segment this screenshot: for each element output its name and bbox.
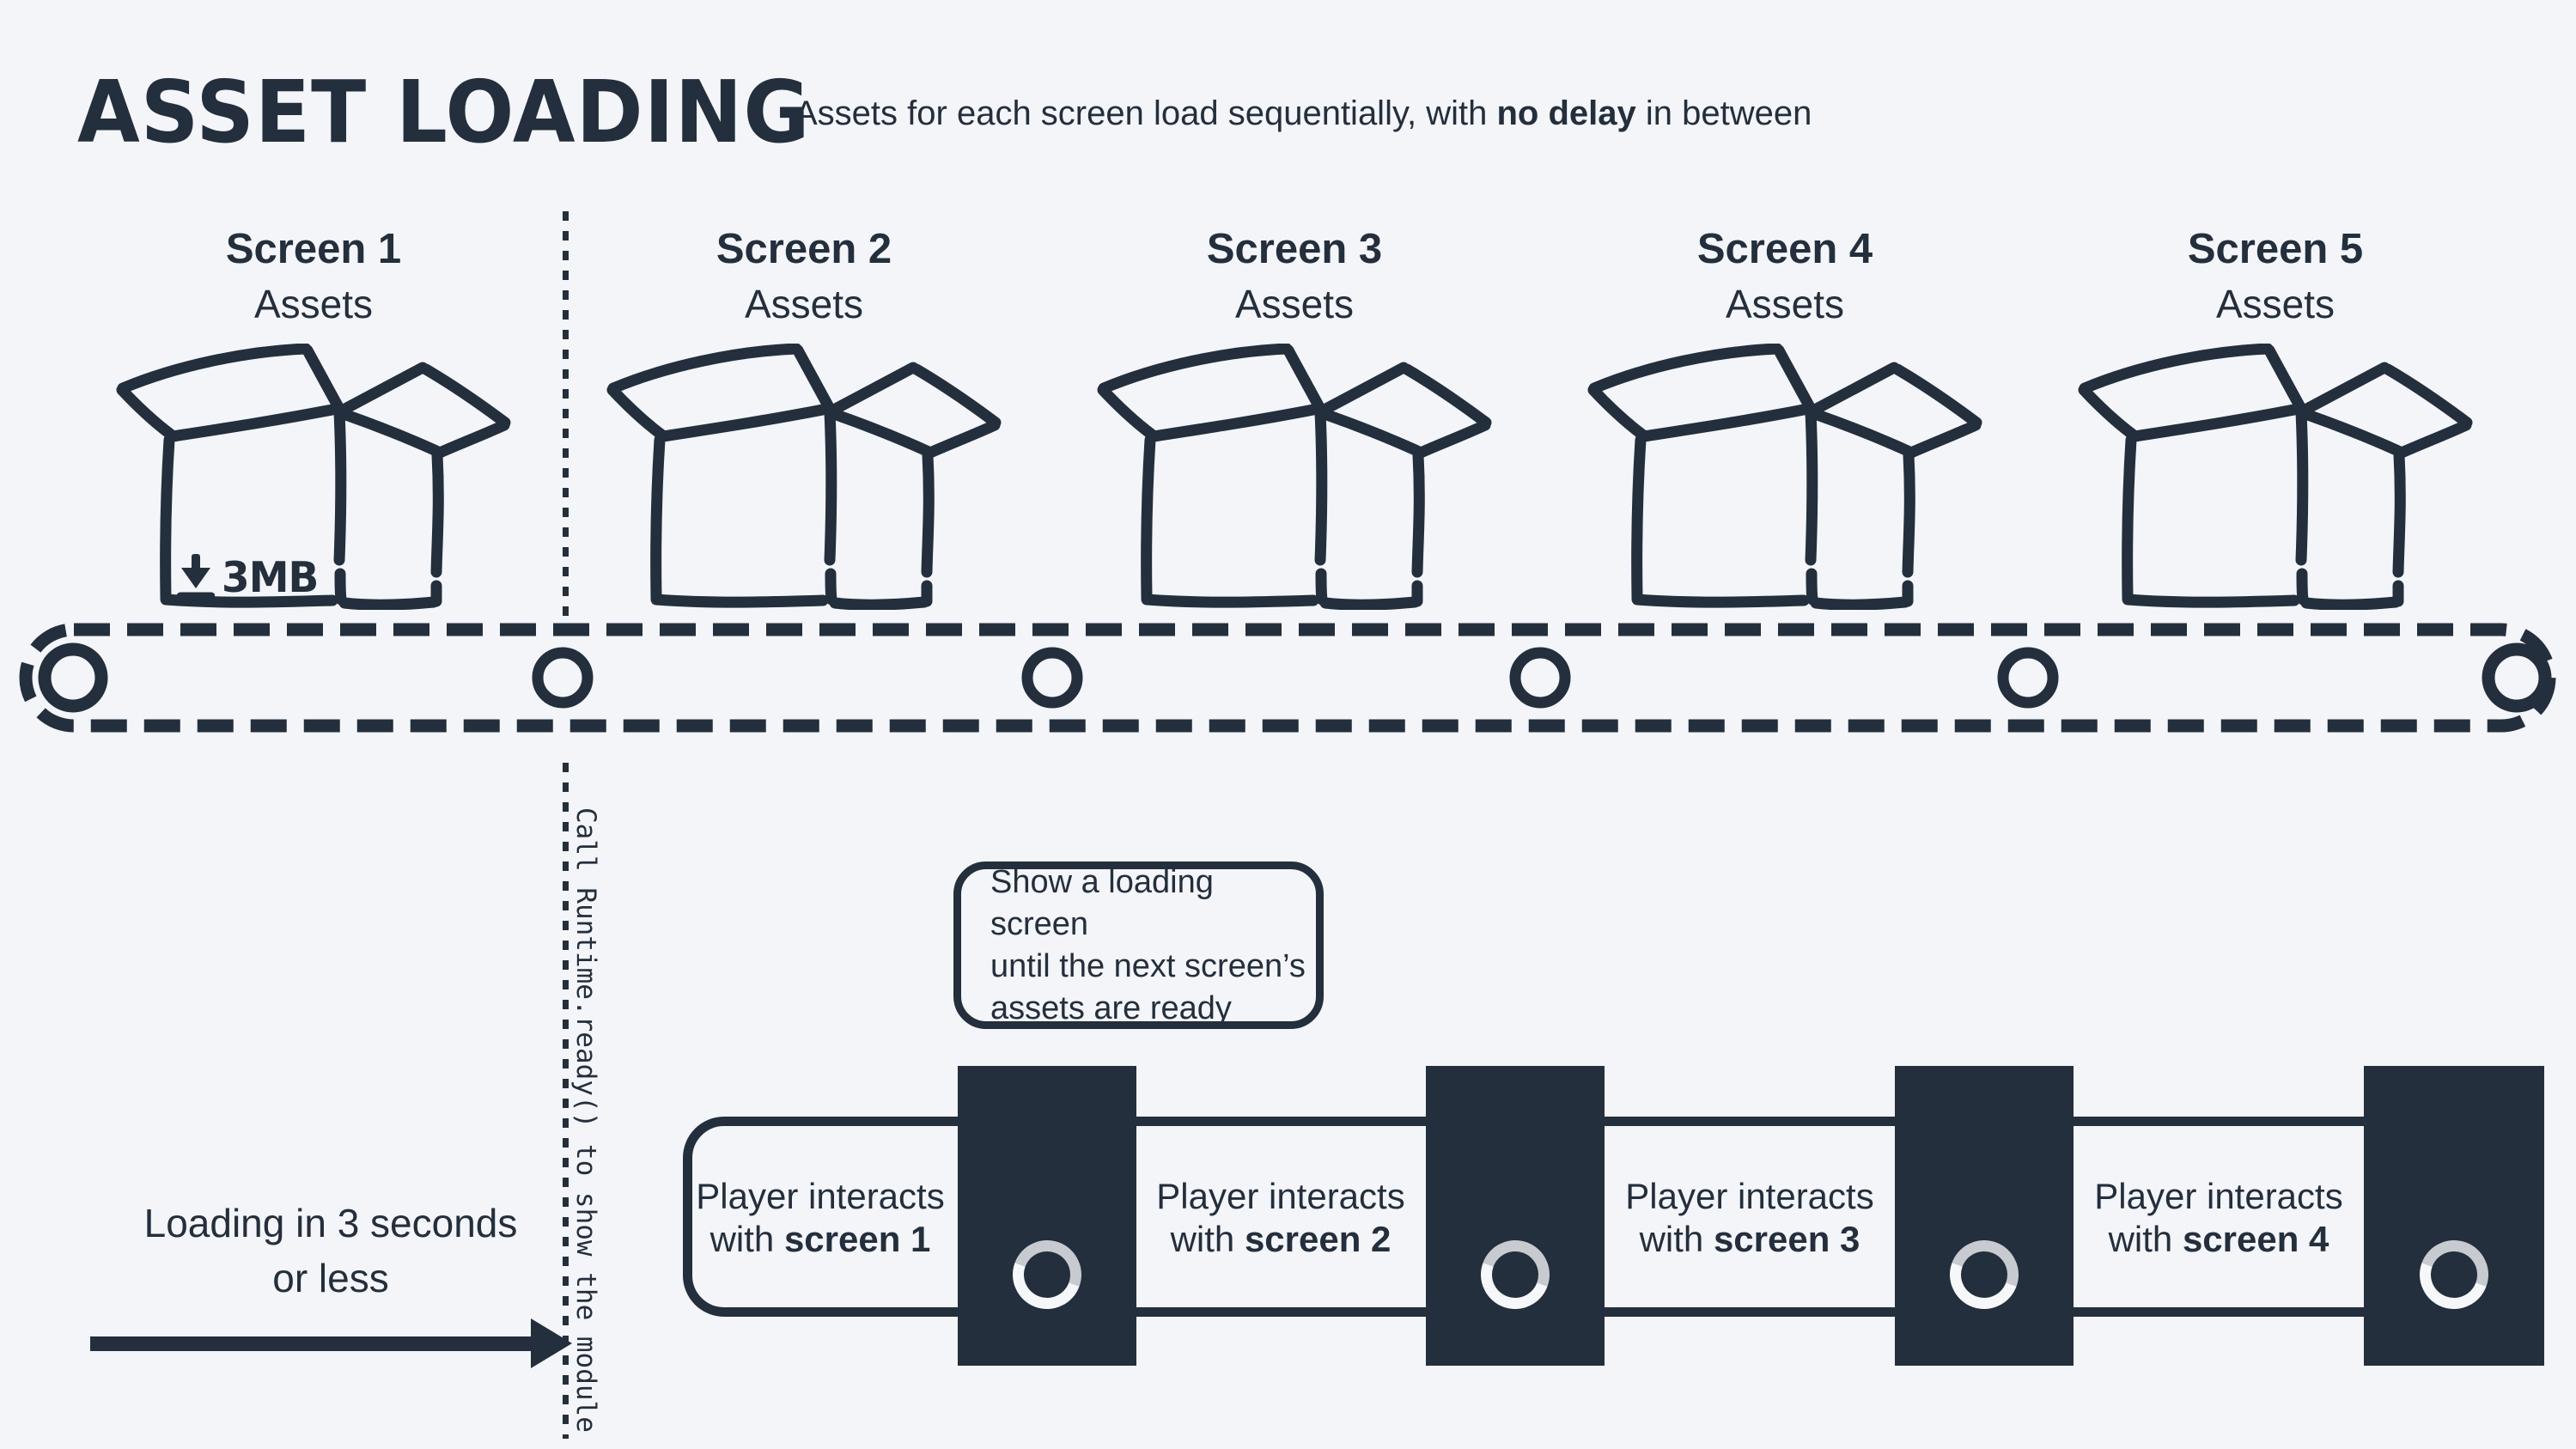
screen-column-1-header: Screen 1 Assets [68, 225, 559, 335]
callout-line: assets are ready [990, 989, 1232, 1026]
timeline-label-line: with screen 1 [666, 1218, 975, 1261]
separator-dotted-top [563, 211, 569, 639]
belt-wheel-icon [2482, 642, 2552, 713]
loading-block-1 [958, 1066, 1136, 1366]
open-box-icon [1587, 344, 1982, 610]
screen-column-2-header: Screen 2 Assets [558, 225, 1050, 335]
arrow-right-icon [90, 1336, 534, 1351]
screen-1-title: Screen 1 [225, 226, 402, 272]
open-box-icon [1097, 344, 1492, 610]
asset-box-screen-5 [2078, 344, 2473, 610]
arrow-right-icon [531, 1318, 572, 1368]
runtime-note-vertical: Call Runtime.ready() to show the module [570, 807, 601, 1433]
screen-4-title: Screen 4 [1696, 226, 1873, 272]
timeline-label-4: Player interacts with screen 4 [2064, 1175, 2373, 1261]
loading-note: Loading in 3 seconds or less [73, 1196, 588, 1306]
screen-3-subtitle: Assets [1234, 282, 1355, 326]
separator-dotted-bottom [563, 763, 569, 1439]
asset-size-badge: 3MB [177, 550, 319, 605]
conveyor-belt-illustration [15, 621, 2561, 741]
screen-column-3-header: Screen 3 Assets [1049, 225, 1540, 335]
subtitle-bold: no delay [1496, 94, 1636, 132]
asset-box-screen-3 [1097, 344, 1492, 610]
screen-column-5-header: Screen 5 Assets [2030, 225, 2521, 335]
timeline-label-pre: with [1170, 1219, 1245, 1259]
page-title: ASSET LOADING [77, 64, 811, 163]
callout-box: Show a loading screen until the next scr… [953, 861, 1324, 1029]
timeline-label-1: Player interacts with screen 1 [666, 1175, 975, 1261]
screen-4-subtitle: Assets [1725, 282, 1845, 326]
screen-5-subtitle: Assets [2215, 282, 2335, 326]
conveyor-belt-icon [19, 623, 2556, 733]
timeline-label-line: Player interacts [696, 1176, 945, 1216]
timeline-label-pre: with [1639, 1219, 1714, 1259]
screen-1-subtitle: Assets [253, 282, 374, 326]
timeline-label-3: Player interacts with screen 3 [1595, 1175, 1904, 1261]
timeline-label-bold: screen 3 [1713, 1219, 1860, 1259]
timeline-label-pre: with [2108, 1219, 2183, 1259]
subtitle: Assets for each screen load sequentially… [795, 94, 1812, 133]
timeline-label-line: with screen 2 [1126, 1218, 1435, 1261]
timeline-label-line: Player interacts [1156, 1176, 1405, 1216]
loading-note-line: or less [272, 1256, 389, 1300]
timeline-label-line: Player interacts [2094, 1176, 2343, 1216]
asset-size-label: 3MB [222, 552, 319, 602]
open-box-icon [606, 344, 1002, 610]
belt-wheel-icon [38, 642, 108, 713]
loading-block-2 [1426, 1066, 1605, 1366]
timeline-label-bold: screen 4 [2182, 1219, 2329, 1259]
timeline-label-line: with screen 3 [1595, 1218, 1904, 1261]
screen-2-title: Screen 2 [716, 226, 892, 272]
timeline-label-line: with screen 4 [2064, 1218, 2373, 1261]
belt-wheel-icon [1509, 647, 1571, 709]
belt-wheel-icon [1021, 647, 1083, 709]
timeline-label-2: Player interacts with screen 2 [1126, 1175, 1435, 1261]
screen-column-4-header: Screen 4 Assets [1539, 225, 2031, 335]
screen-5-title: Screen 5 [2187, 226, 2364, 272]
timeline-label-bold: screen 2 [1244, 1219, 1392, 1259]
open-box-icon [2078, 344, 2473, 610]
belt-wheel-icon [532, 647, 594, 709]
download-icon [177, 554, 215, 600]
belt-wheel-icon [1997, 647, 2059, 709]
asset-box-screen-2 [606, 344, 1002, 610]
callout-line: until the next screen’s [990, 947, 1306, 984]
timeline-label-line: Player interacts [1625, 1176, 1874, 1216]
callout-line: Show a loading screen [990, 863, 1214, 942]
timeline-label-bold: screen 1 [783, 1219, 931, 1259]
loading-block-4 [2364, 1066, 2544, 1366]
asset-box-screen-4 [1587, 344, 1982, 610]
timeline-label-pre: with [709, 1219, 784, 1259]
subtitle-pre: Assets for each screen load sequentially… [795, 94, 1497, 132]
screen-2-subtitle: Assets [744, 282, 864, 326]
loading-note-line: Loading in 3 seconds [143, 1201, 518, 1245]
screen-3-title: Screen 3 [1206, 226, 1383, 272]
subtitle-post: in between [1635, 94, 1812, 132]
loading-block-3 [1895, 1066, 2074, 1366]
